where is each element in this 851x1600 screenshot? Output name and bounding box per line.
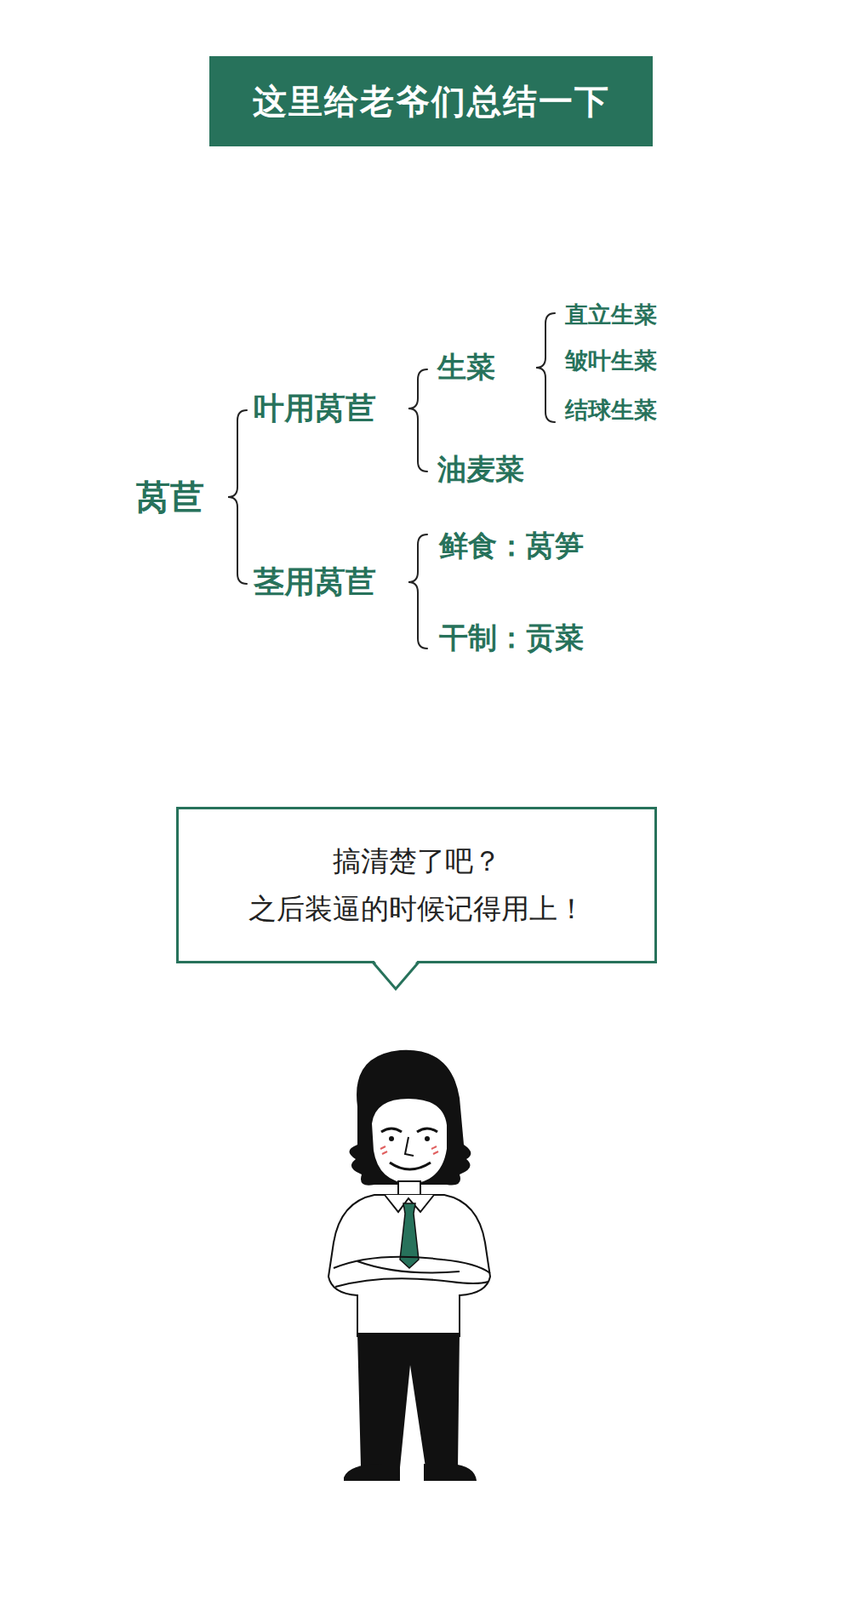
- bubble-text: 搞清楚了吧？: [332, 837, 502, 886]
- tree-label: 直立生菜: [565, 299, 657, 331]
- tree-label: 叶用莴苣: [253, 388, 377, 430]
- tree-label: 生菜: [437, 348, 496, 388]
- brace: [408, 534, 428, 649]
- tree-label: 干制：贡菜: [439, 618, 584, 658]
- title-text: 这里给老爷们总结一下: [252, 78, 611, 126]
- shoe: [423, 1463, 477, 1481]
- tree-label: 油麦菜: [437, 450, 525, 490]
- brace: [536, 313, 555, 423]
- hair: [348, 1050, 471, 1186]
- bubble-text: 之后装逼的时候记得用上！: [248, 885, 586, 933]
- title-bar: 这里给老爷们总结一下: [209, 56, 653, 147]
- tree-label: 莴苣: [136, 474, 205, 521]
- face: [371, 1097, 448, 1185]
- speech-bubble: 搞清楚了吧？之后装逼的时候记得用上！: [176, 806, 657, 964]
- tie: [399, 1203, 419, 1268]
- tree-label: 茎用莴苣: [253, 561, 377, 604]
- tree-label: 皱叶生菜: [565, 345, 657, 377]
- shoe: [343, 1463, 400, 1481]
- tree-label: 鲜食：莴笋: [439, 526, 584, 566]
- shirt: [328, 1194, 491, 1337]
- brace: [408, 369, 428, 472]
- pants: [357, 1332, 460, 1468]
- tree-label: 结球生菜: [565, 394, 657, 426]
- brace: [228, 410, 247, 584]
